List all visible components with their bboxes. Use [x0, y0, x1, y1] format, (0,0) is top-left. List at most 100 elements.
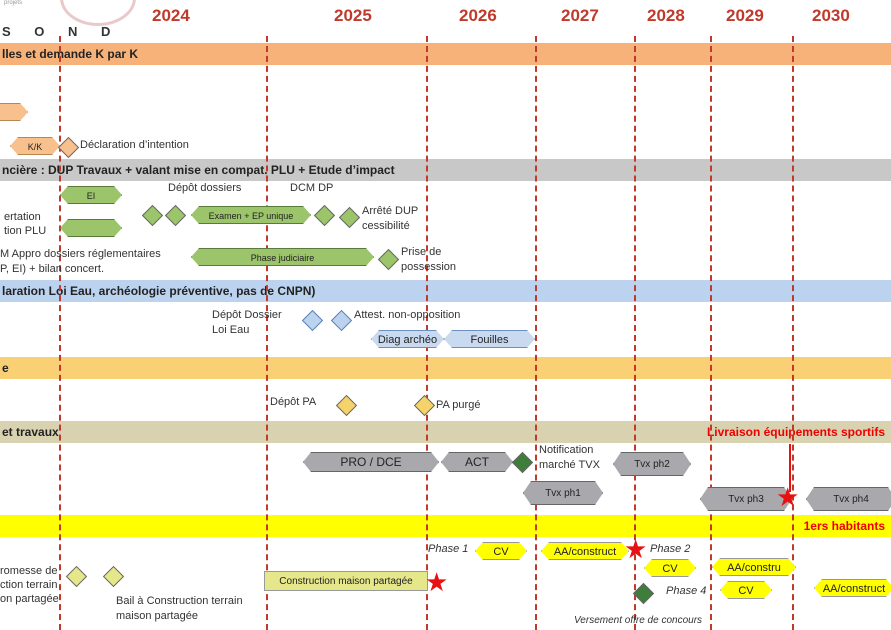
- phase4-label: Phase 4: [666, 585, 707, 597]
- prise-label-1: Prise de: [401, 246, 442, 258]
- band-2-label: ncière : DUP Travaux + valant mise en co…: [2, 163, 395, 177]
- year-line-2025: [266, 36, 268, 630]
- pro-dce-bar: PRO / DCE: [303, 452, 439, 472]
- depot-dossiers-label: Dépôt dossiers: [168, 182, 242, 194]
- versement-milestone: [632, 582, 655, 605]
- band-4-label: e: [2, 361, 9, 375]
- ei-bar: EI: [60, 186, 122, 204]
- year-line-2030: [792, 36, 794, 630]
- concertation-label-2: tion PLU: [4, 225, 47, 237]
- year-2026: 2026: [459, 6, 497, 25]
- arrete-label-1: Arrêté DUP: [362, 205, 419, 217]
- declaration-milestone: [57, 136, 80, 159]
- year-2030: 2030: [812, 6, 850, 25]
- tvx-ph4-label: Tvx ph4: [833, 494, 869, 505]
- year-2024: 2024: [152, 6, 190, 25]
- ei-label: EI: [86, 191, 96, 201]
- kk-label: K/K: [27, 142, 43, 152]
- phase-judiciaire-label: Phase judiciaire: [250, 253, 315, 263]
- construction-star-icon: ★: [425, 567, 449, 597]
- tvx-ph4-bar: Tvx ph4: [806, 487, 891, 511]
- prise-milestone: [377, 248, 400, 271]
- concertation-label-1: ertation: [4, 211, 41, 223]
- year-2028: 2028: [647, 6, 685, 25]
- year-line-2024: [59, 36, 61, 630]
- appro-label-1: M Appro dossiers réglementaires: [0, 248, 161, 260]
- bail-milestone: [102, 565, 125, 588]
- attest-label: Attest. non-opposition: [354, 309, 461, 321]
- promesse-label-2: ction terrain: [0, 579, 58, 591]
- aa-construct-bar-2: AA/construct: [814, 579, 891, 597]
- depot-pa-label: Dépôt PA: [270, 396, 317, 408]
- concertation-bar: [60, 219, 122, 237]
- phase2-label: Phase 2: [650, 543, 691, 555]
- milestone-green-4: [338, 206, 361, 229]
- appro-label-2: P, EI) + bilan concert.: [0, 263, 105, 275]
- prise-label-2: possession: [401, 261, 457, 273]
- versement-label: Versement offre de concours: [574, 615, 703, 626]
- phase2-star-icon: ★: [624, 534, 648, 564]
- diag-archeo-label: Diag archéo: [377, 334, 438, 346]
- band-2: ncière : DUP Travaux + valant mise en co…: [0, 159, 891, 181]
- logo: [60, 0, 136, 26]
- band-1: lles et demande K par K: [0, 43, 891, 65]
- orange-arrow-start: [0, 103, 28, 121]
- band-4: e: [0, 357, 891, 379]
- tvx-ph1-bar: Tvx ph1: [523, 481, 603, 505]
- year-2029: 2029: [726, 6, 764, 25]
- phase-judiciaire-bar: Phase judiciaire: [191, 248, 374, 266]
- aa-construct-label: AA/construct: [553, 546, 617, 558]
- band-5: et travaux Livraison équipements sportifs: [0, 421, 891, 443]
- aa-constru-label: AA/constru: [727, 562, 781, 574]
- band-5-right-label: Livraison équipements sportifs: [706, 425, 885, 439]
- notification-label-1: Notification: [539, 444, 594, 456]
- year-line-2027: [535, 36, 537, 630]
- aa-construct-bar: AA/construct: [541, 542, 629, 560]
- pa-purge-label: PA purgé: [436, 399, 481, 411]
- arrete-label-2: cessibilité: [362, 220, 410, 232]
- promesse-label-1: romesse de: [0, 565, 58, 577]
- tvx-ph3-bar: Tvx ph3: [700, 487, 792, 511]
- logo-text: projets: [4, 0, 23, 6]
- year-line-2029: [710, 36, 712, 630]
- tvx-ph3-label: Tvx ph3: [728, 494, 764, 505]
- loi-eau-milestone-1: [301, 309, 324, 332]
- band-3-label: laration Loi Eau, archéologie préventive…: [2, 284, 316, 298]
- bail-label-2: maison partagée: [116, 610, 198, 622]
- notification-milestone: [511, 451, 534, 474]
- band-5-label: et travaux: [2, 425, 59, 439]
- aa-constru-bar: AA/constru: [712, 558, 796, 576]
- milestone-green-1: [141, 204, 164, 227]
- bail-label-1: Bail à Construction terrain: [116, 595, 243, 607]
- construction-label: Construction maison partagée: [279, 576, 413, 587]
- tvx-ph2-bar: Tvx ph2: [613, 452, 691, 476]
- year-2025: 2025: [334, 6, 372, 25]
- depot-pa-milestone: [335, 394, 358, 417]
- construction-bar: Construction maison partagée: [264, 571, 428, 591]
- dcm-dp-label: DCM DP: [290, 182, 334, 194]
- pro-dce-label: PRO / DCE: [340, 455, 402, 469]
- kk-bar: K/K: [10, 137, 60, 155]
- fouilles-label: Fouilles: [470, 334, 509, 346]
- phase1-label: Phase 1: [428, 543, 469, 555]
- tvx-ph1-label: Tvx ph1: [545, 488, 581, 499]
- band-1-label: lles et demande K par K: [2, 47, 139, 61]
- promesse-milestone: [65, 565, 88, 588]
- band-6-right-label: 1ers habitants: [803, 519, 885, 533]
- livraison-star-icon: ★: [776, 482, 800, 512]
- year-2027: 2027: [561, 6, 599, 25]
- cv-label-2: CV: [662, 563, 678, 575]
- promesse-label-3: on partagée: [0, 593, 59, 605]
- cv-bar-3: CV: [720, 581, 772, 599]
- months-label: S O N D: [2, 24, 121, 39]
- band-6: 1ers habitants: [0, 515, 891, 537]
- depot-loi-eau-label-2: Loi Eau: [212, 324, 250, 336]
- livraison-marker-line: [789, 444, 791, 492]
- act-bar: ACT: [441, 452, 513, 472]
- cv-label-3: CV: [738, 585, 754, 597]
- examen-bar: Examen + EP unique: [191, 206, 311, 224]
- loi-eau-milestone-2: [330, 309, 353, 332]
- cv-bar-1: CV: [475, 542, 527, 560]
- declaration-label: Déclaration d’intention: [80, 139, 189, 151]
- cv-bar-2: CV: [644, 559, 696, 577]
